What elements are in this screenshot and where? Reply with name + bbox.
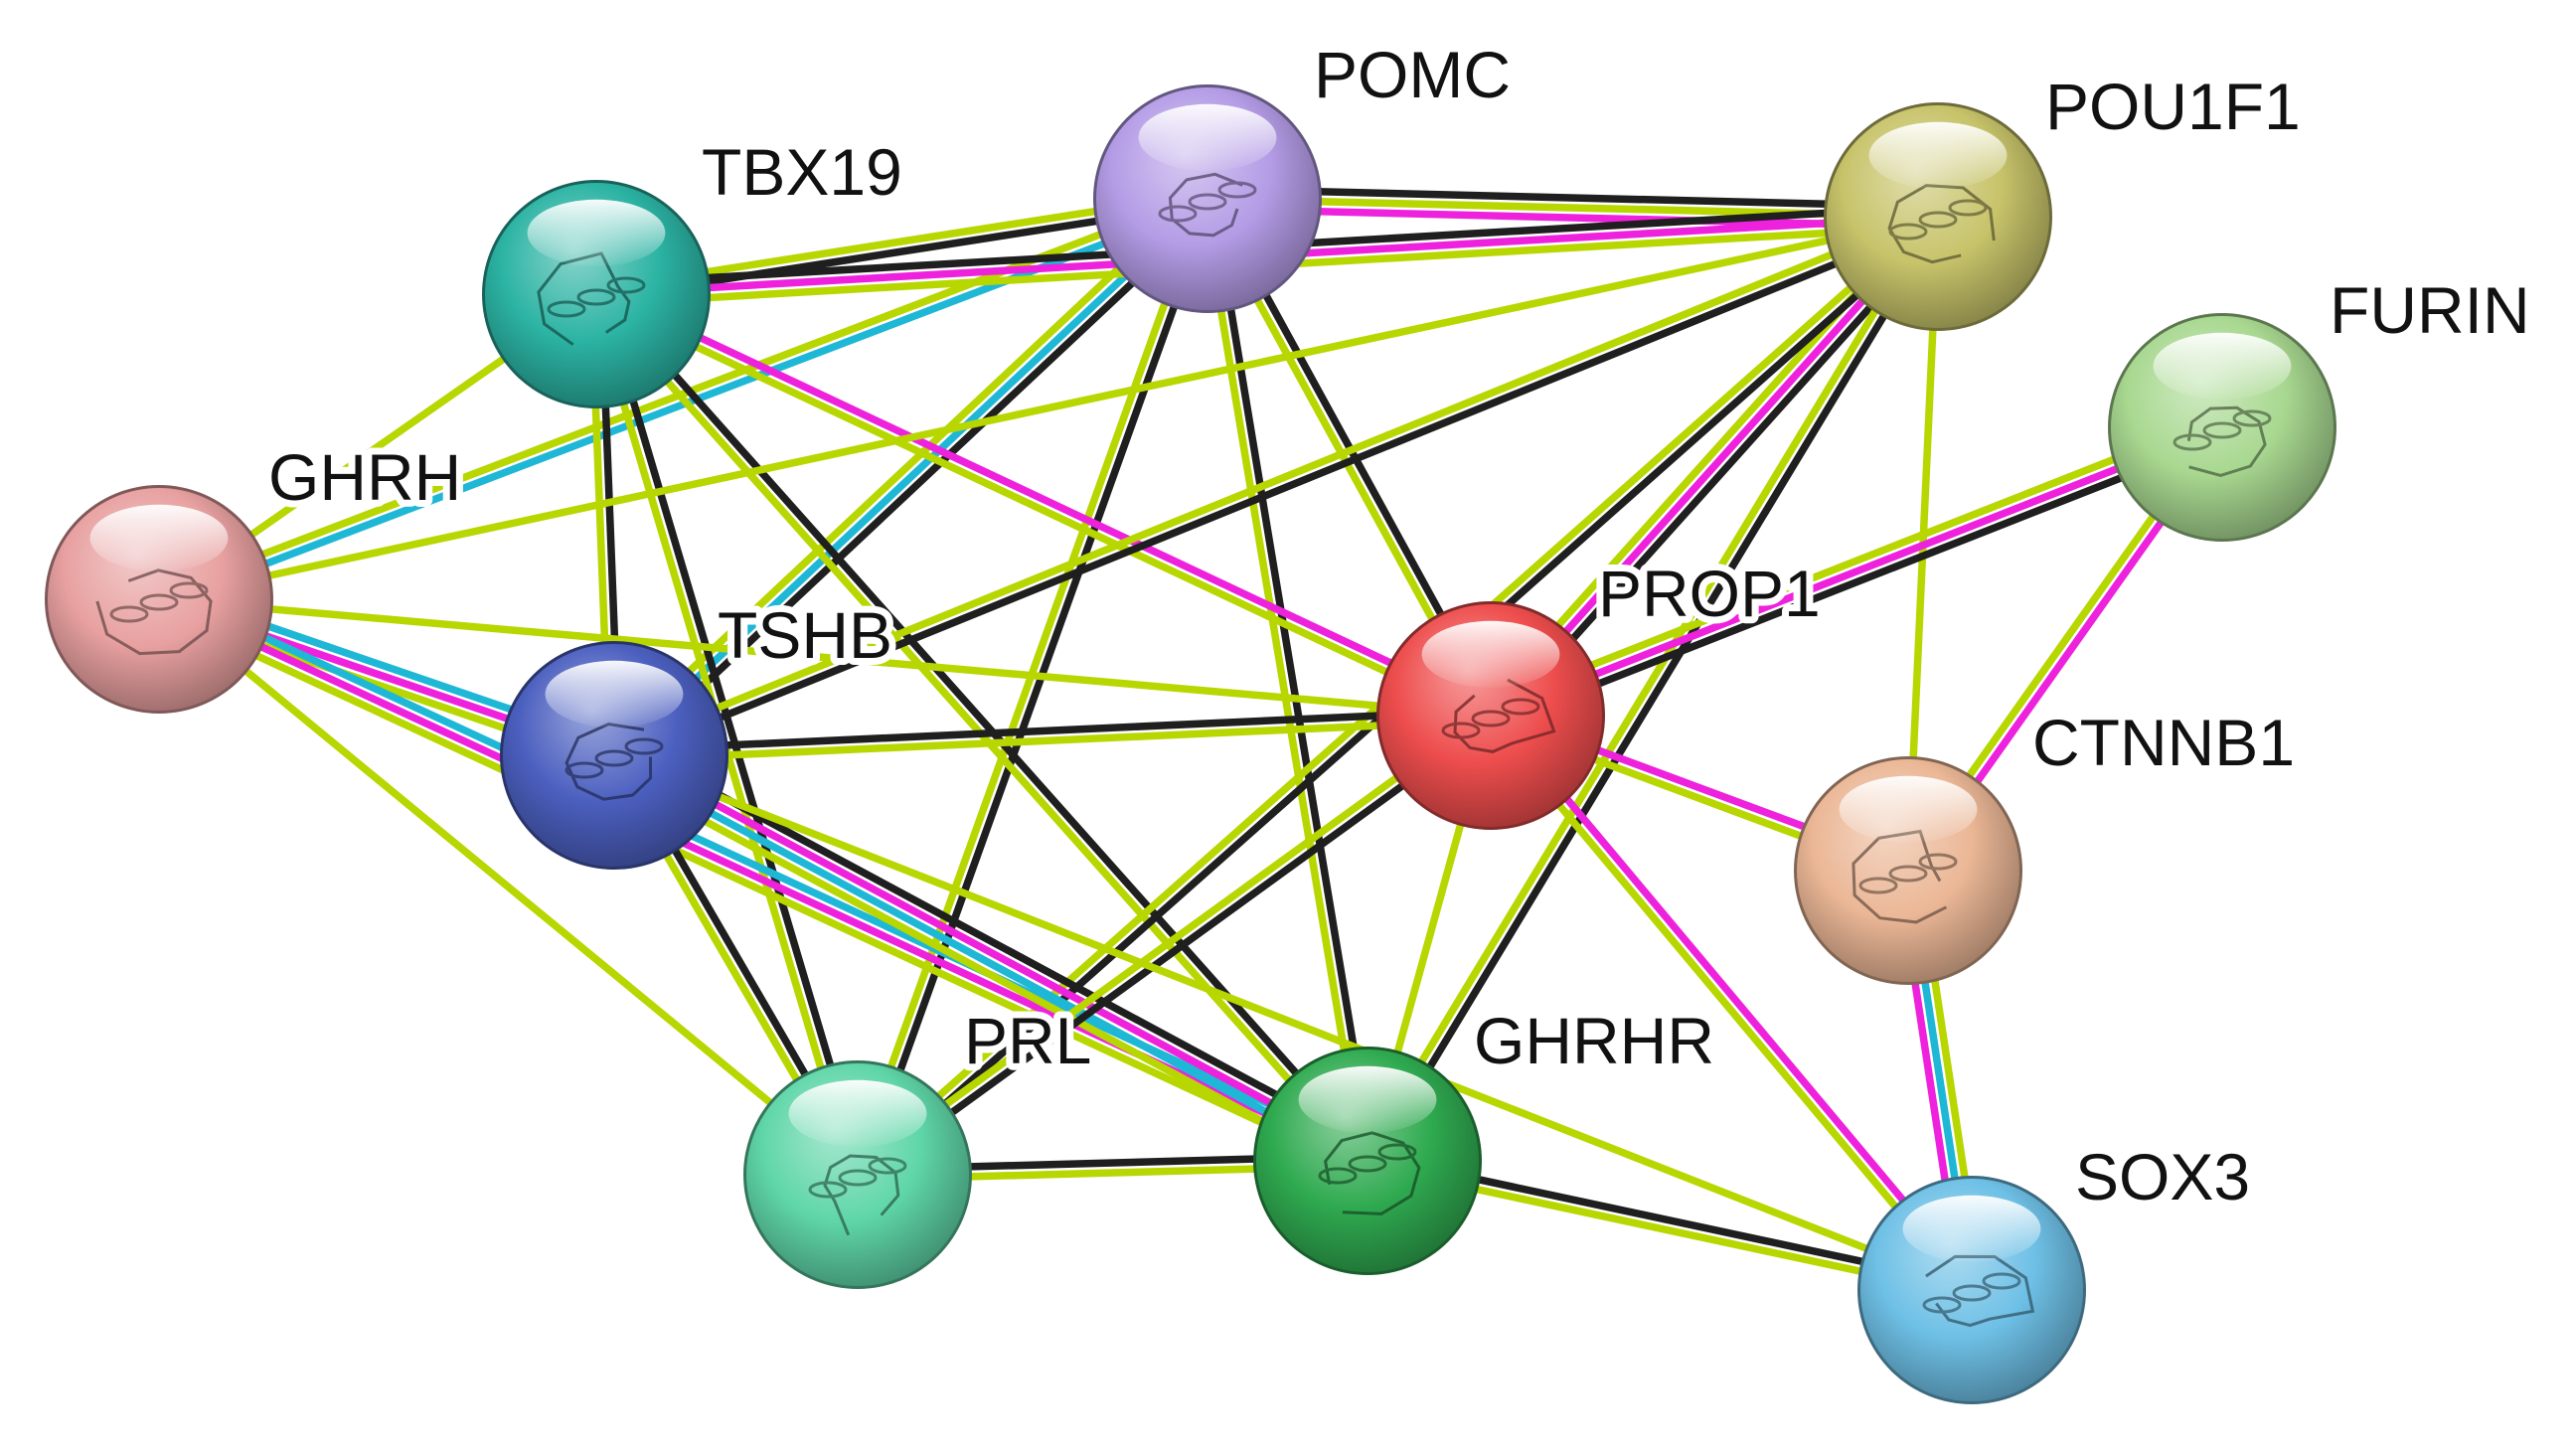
node-label-ghrhr: GHRHR: [1474, 1004, 1714, 1077]
edge-evidence-experimental: [1491, 710, 1979, 1290]
node-tbx19[interactable]: [482, 180, 711, 408]
protein-structure-icon: [808, 1154, 907, 1236]
protein-structure-icon: [1852, 829, 1958, 924]
edge-evidence-textmining: [153, 604, 1366, 1174]
edge-evidence-coexpression: [858, 717, 1497, 1183]
edge-evidence-textmining: [592, 295, 1491, 724]
edge-evidence-textmining: [612, 751, 1974, 1294]
node-label-sox3: SOX3: [2075, 1140, 2250, 1213]
node-label-ctnnb1: CTNNB1: [2032, 706, 2295, 779]
protein-structure-icon: [1318, 1131, 1421, 1215]
node-label-pomc: POMC: [1314, 38, 1511, 111]
node-pomc[interactable]: [1093, 84, 1322, 313]
node-sox3[interactable]: [1857, 1176, 2086, 1404]
node-gloss: [2153, 332, 2292, 400]
node-gloss: [1839, 775, 1978, 844]
edge-evidence-coexpression: [1208, 197, 1376, 1161]
node-gloss: [1902, 1195, 2041, 1262]
edge-pomc-ghrhr: [1199, 197, 1376, 1163]
edge-evidence-textmining: [158, 595, 1492, 720]
edge-tshb-prop1: [613, 707, 1492, 764]
edge-evidence-textmining: [605, 764, 1363, 1178]
edge-evidence-experimental: [1489, 423, 2224, 720]
edge-evidence-coexpression: [596, 288, 1374, 1161]
edge-furin-prop1: [1485, 414, 2228, 728]
edge-evidence-experimental: [596, 286, 1495, 715]
node-gloss: [1138, 103, 1277, 171]
node-ghrhr[interactable]: [1253, 1047, 1482, 1275]
node-gloss: [1298, 1065, 1437, 1133]
edge-pou1f1-ghrh: [158, 213, 1939, 603]
protein-structure-icon: [1887, 184, 1996, 264]
node-gloss: [89, 504, 229, 571]
edge-evidence-coexpression: [1208, 185, 1939, 211]
node-prl[interactable]: [743, 1060, 972, 1289]
edge-tshb-sox3: [612, 751, 1974, 1294]
edge-evidence-textmining: [849, 196, 1207, 1175]
node-gloss: [545, 660, 684, 728]
node-gloss: [527, 199, 666, 266]
edge-evidence-database: [609, 756, 1368, 1169]
edge-evidence-textmining: [1484, 716, 1972, 1296]
protein-structure-icon: [2173, 405, 2272, 477]
edge-evidence-coexpression: [859, 199, 1216, 1178]
node-label-furin: FURIN: [2330, 273, 2530, 347]
edge-evidence-coexpression: [1368, 217, 1946, 1166]
node-label-pou1f1: POU1F1: [2045, 70, 2301, 143]
edge-evidence-textmining: [1199, 199, 1367, 1163]
node-label-ghrh: GHRH: [268, 440, 461, 514]
edges-layer: [153, 185, 2230, 1299]
edge-tbx19-prop1: [592, 286, 1495, 724]
node-tshb[interactable]: [500, 641, 728, 870]
node-furin[interactable]: [2108, 313, 2336, 542]
node-gloss: [788, 1079, 927, 1147]
protein-structure-icon: [1441, 678, 1556, 753]
protein-structure-icon: [564, 723, 664, 801]
node-label-prl: PRL: [964, 1004, 1091, 1077]
nodes-layer: [45, 84, 2336, 1404]
node-ctnnb1[interactable]: [1794, 756, 2022, 985]
edge-pou1f1-ghrhr: [1360, 212, 1946, 1166]
edge-evidence-coexpression: [618, 203, 1217, 766]
edge-evidence-coexpression: [614, 218, 1942, 764]
node-label-prop1: PROP1: [1598, 557, 1821, 630]
protein-structure-icon: [95, 568, 213, 656]
node-pou1f1[interactable]: [1824, 102, 2052, 331]
edge-pomc-prl: [849, 196, 1216, 1178]
edge-evidence-coexpression: [1493, 432, 2228, 728]
edge-prop1-sox3: [1484, 710, 1979, 1296]
edge-ghrh-prop1: [158, 595, 1492, 720]
edge-evidence-textmining: [158, 213, 1939, 603]
edge-ghrh-prl: [156, 596, 861, 1178]
node-gloss: [1421, 620, 1560, 689]
edge-evidence-textmining: [1360, 212, 1937, 1161]
node-label-tbx19: TBX19: [702, 135, 902, 209]
edge-prop1-prl: [852, 708, 1497, 1183]
node-prop1[interactable]: [1376, 601, 1605, 830]
edge-evidence-experimental: [614, 747, 1372, 1160]
edge-evidence-coexpression: [597, 291, 867, 1175]
node-label-tshb: TSHB: [718, 598, 892, 672]
edge-evidence-textmining: [614, 717, 1492, 764]
node-gloss: [1868, 121, 2008, 189]
edge-evidence-textmining: [1485, 414, 2220, 711]
edge-evidence-textmining: [852, 708, 1491, 1174]
edge-evidence-textmining: [156, 596, 861, 1178]
edge-tshb-ghrhr: [605, 738, 1376, 1178]
edge-evidence-coexpression: [613, 707, 1491, 754]
node-ghrh[interactable]: [45, 485, 273, 714]
protein-structure-icon: [1158, 172, 1257, 238]
